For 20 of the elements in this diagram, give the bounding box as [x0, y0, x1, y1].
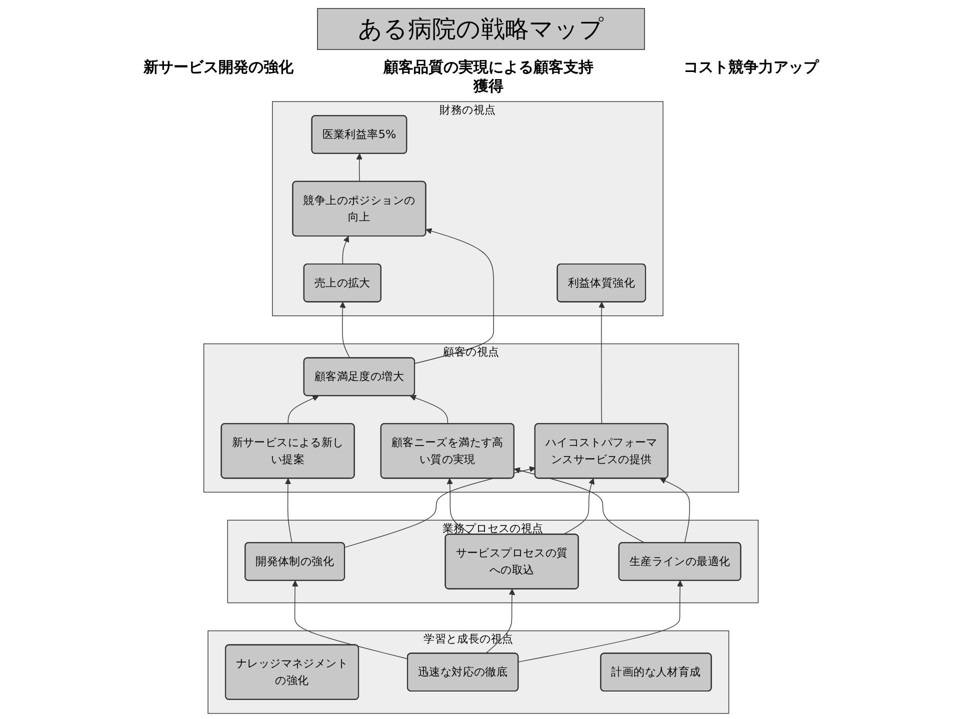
column-heading: コスト競争力アップ [684, 58, 818, 78]
arrow [562, 478, 595, 535]
arrow [344, 466, 536, 548]
title: ある病院の戦略マップ [317, 8, 645, 50]
arrow [446, 478, 472, 535]
column-heading: 顧客品質の実現による顧客支持獲得 [382, 58, 594, 96]
column-heading: 新サービス開発の強化 [144, 58, 294, 78]
arrow [514, 467, 646, 544]
arrow [410, 394, 448, 424]
arrow [598, 302, 605, 424]
arrow [518, 580, 684, 662]
arrow [292, 580, 408, 660]
arrow [414, 228, 494, 364]
arrow [288, 395, 319, 424]
arrow [356, 153, 362, 182]
arrow [485, 588, 516, 654]
arrow [660, 478, 690, 544]
arrow [340, 302, 350, 358]
arrow [284, 478, 292, 544]
arrow [342, 236, 350, 265]
